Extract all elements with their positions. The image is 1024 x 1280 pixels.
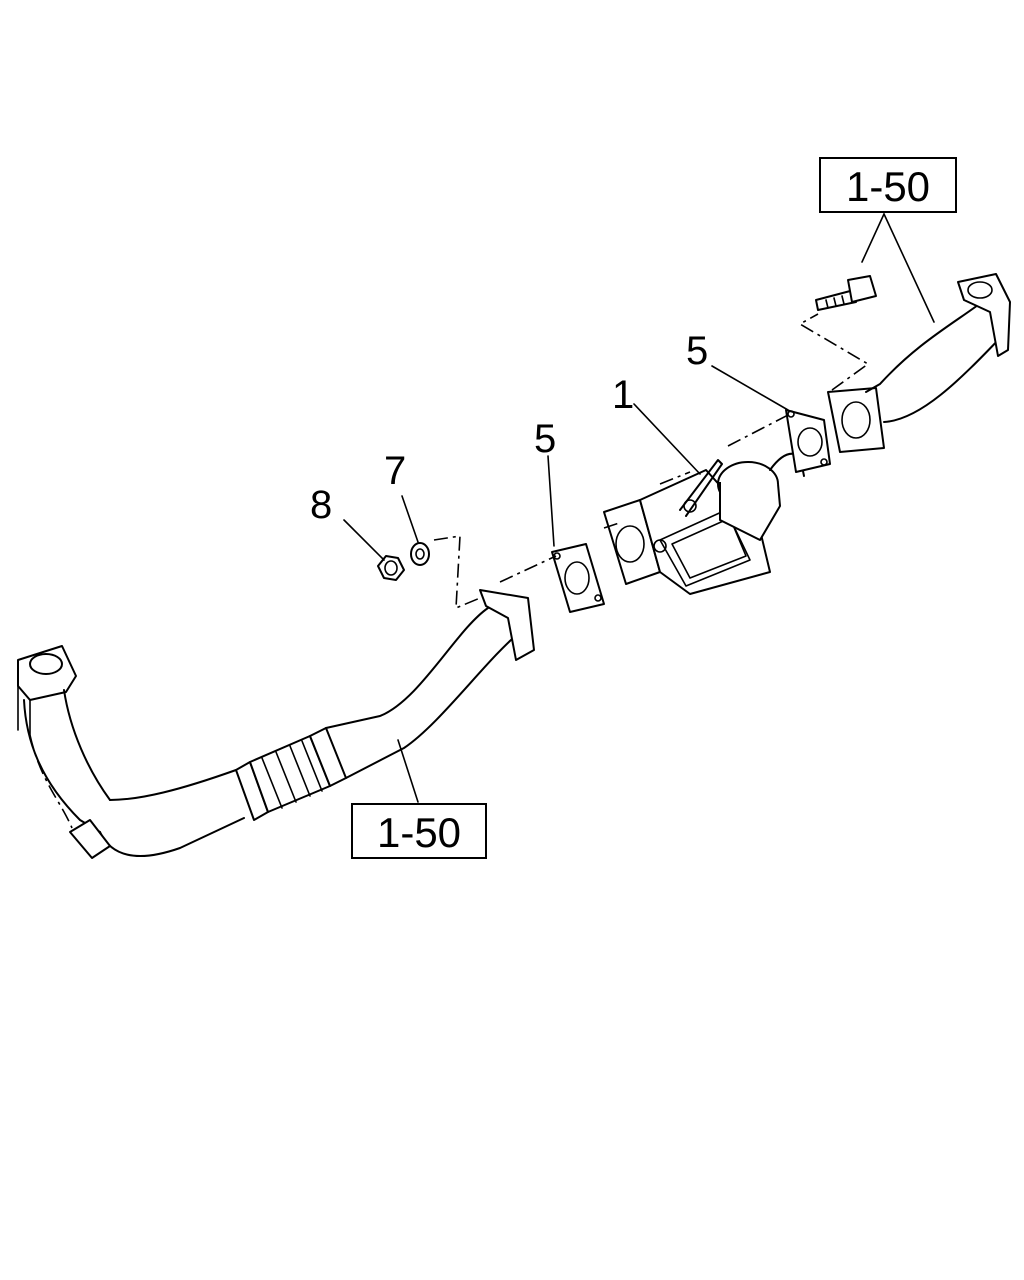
bolt — [815, 275, 877, 311]
reference-box-top: 1-50 — [819, 157, 957, 213]
callout-part-1: 1 — [612, 373, 634, 417]
callout-part-7: 7 — [384, 449, 406, 493]
reference-label-top: 1-50 — [846, 163, 930, 210]
exhaust-brake-unit — [603, 452, 805, 595]
washer — [410, 542, 430, 566]
nut — [377, 555, 405, 581]
reference-box-bottom: 1-50 — [351, 803, 487, 859]
front-exhaust-pipe — [17, 589, 535, 859]
reference-label-bottom: 1-50 — [377, 809, 461, 856]
gasket-left — [551, 543, 605, 613]
callout-part-8: 8 — [310, 483, 332, 527]
callout-part-5-right: 5 — [686, 329, 708, 373]
gasket-right — [785, 409, 831, 473]
callout-part-5-left: 5 — [534, 417, 556, 461]
leader-lines — [343, 213, 935, 803]
rear-exhaust-pipe — [827, 273, 1011, 453]
assembly-center-lines — [29, 313, 870, 829]
